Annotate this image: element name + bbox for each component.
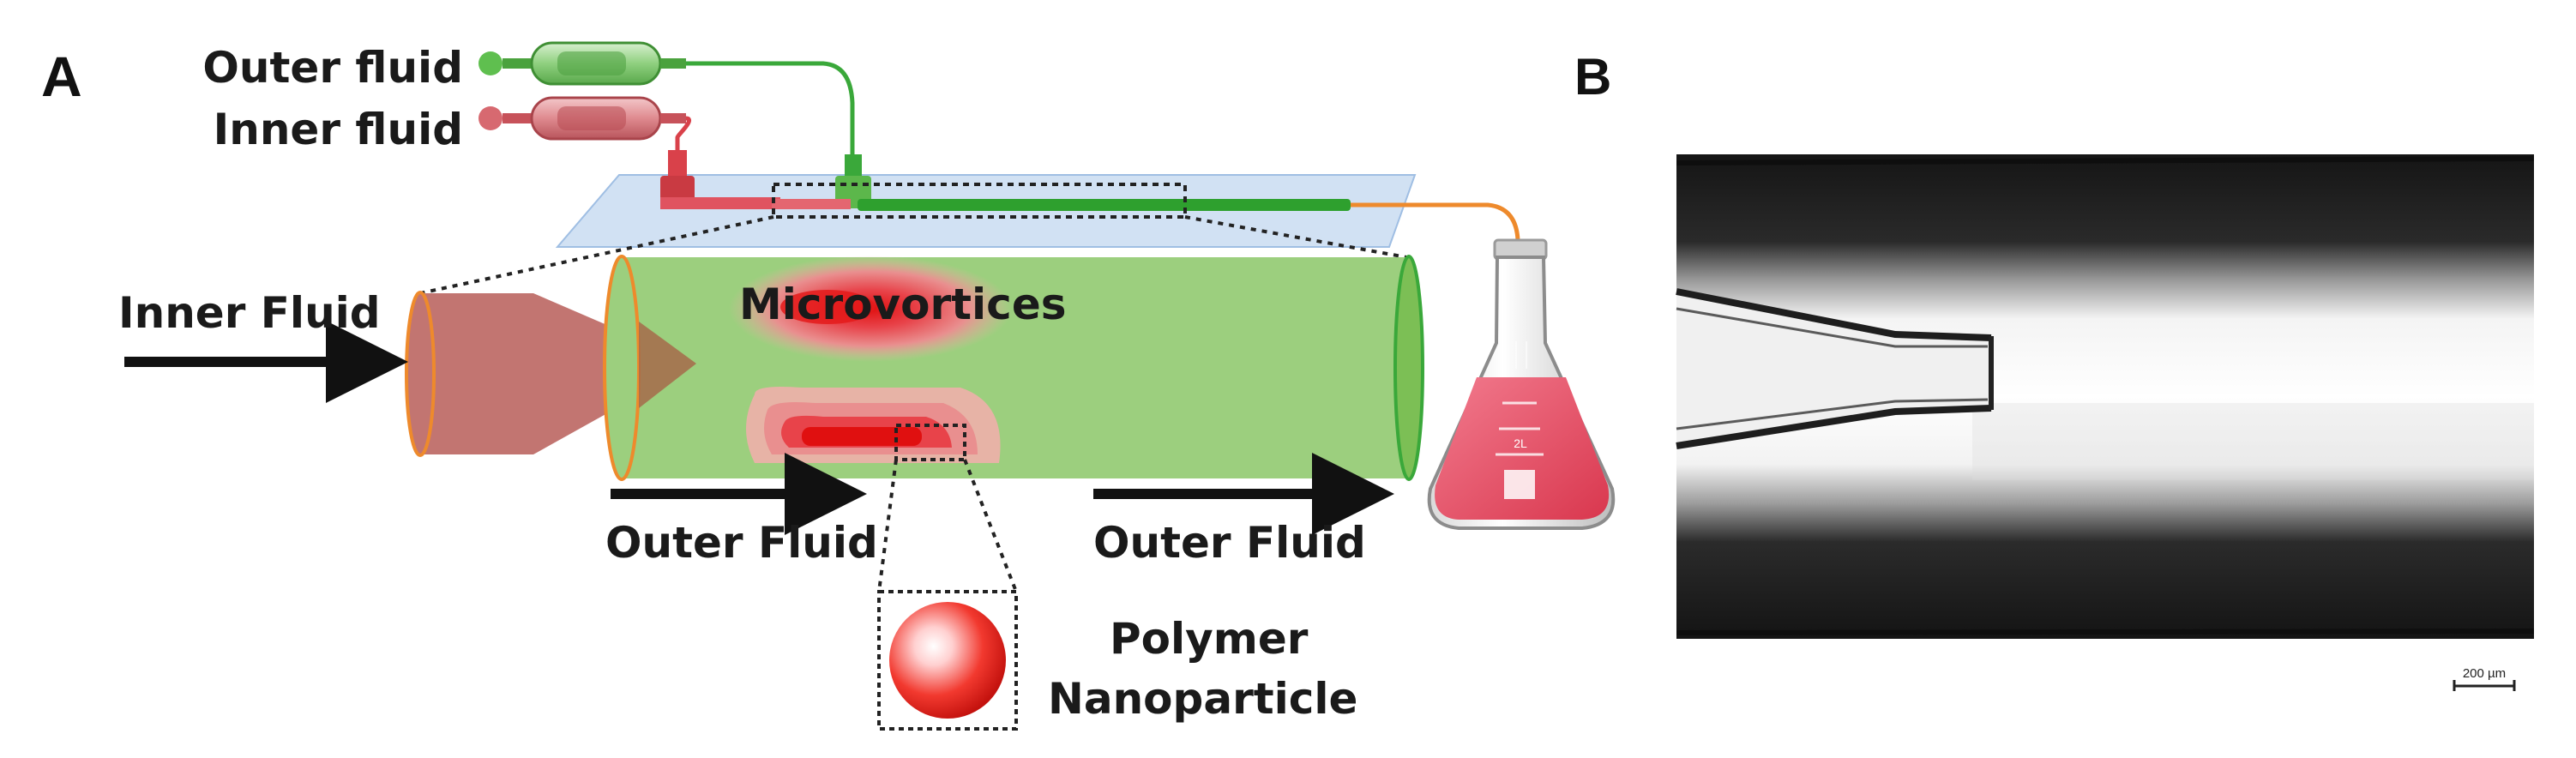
collection-flask: [1427, 238, 1616, 530]
inner-channel-on-chip: [772, 199, 851, 209]
panel-a-letter: A: [41, 45, 82, 108]
outer-fluid-label-right: Outer Fluid: [1093, 518, 1366, 568]
outer-fluid-tubing: [686, 61, 855, 154]
polymer-label-line1: Polymer: [1110, 614, 1309, 664]
inner-capillary: [420, 293, 696, 454]
nanoparticle-zoom-box: [894, 424, 966, 461]
flask-marking: 2L: [1514, 436, 1527, 450]
polymer-label-line2: Nanoparticle: [1048, 674, 1357, 724]
channel-cross-section: [405, 255, 1424, 481]
panel-b-letter: B: [1574, 48, 1611, 105]
zoom-line-left: [419, 215, 774, 295]
outer-fluid-syringe: [478, 41, 686, 86]
outer-fluid-label-left: Outer Fluid: [605, 518, 878, 568]
outer-channel-on-chip: [858, 199, 1351, 211]
syringe-outer-label: Outer fluid: [202, 43, 463, 93]
chip-zoom-box: [772, 183, 1187, 219]
nanoparticle-inset: [877, 590, 1018, 731]
inner-fluid-label: Inner Fluid: [118, 288, 381, 338]
inner-fluid-syringe: [478, 96, 686, 141]
flask-liquid: [1435, 377, 1610, 520]
scale-bar-label: 200 µm: [2463, 666, 2506, 681]
polymer-nanoparticle: [889, 602, 1006, 719]
syringe-inner-label: Inner fluid: [214, 105, 463, 154]
inner-inlet-fitting: [660, 150, 780, 209]
zoom-line-right: [1184, 215, 1407, 259]
scale-bar: [2453, 680, 2516, 691]
micrograph: [1676, 154, 2535, 639]
capillary-tip: [1676, 292, 1989, 446]
microvortices-label: Microvortices: [739, 280, 1067, 329]
